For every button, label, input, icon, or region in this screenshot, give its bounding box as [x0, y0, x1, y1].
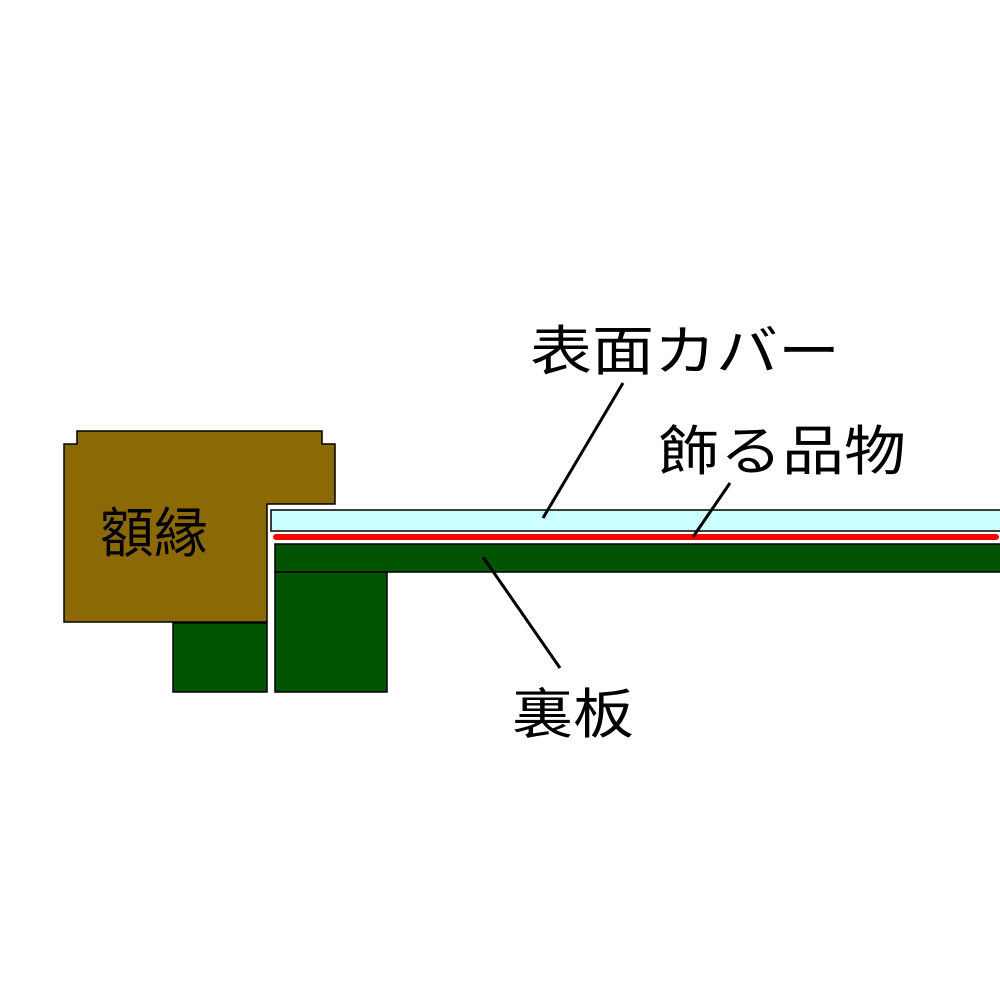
backboard-plate	[274, 543, 1000, 573]
item-leader-line	[691, 482, 732, 538]
backboard-label: 裏板	[512, 683, 634, 746]
backboard-leader-line	[481, 556, 562, 669]
item-label: 飾る品物	[658, 420, 906, 483]
surface-cover	[270, 509, 1000, 532]
frame-shape	[63, 430, 336, 623]
backboard-block	[274, 571, 388, 693]
frame-label: 額縁	[100, 502, 208, 565]
cover-leader-line	[541, 382, 625, 519]
frame-back-block	[172, 622, 268, 693]
cover-label: 表面カバー	[530, 320, 840, 383]
